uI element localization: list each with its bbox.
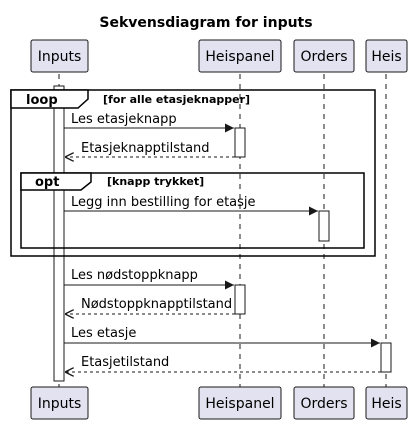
- participant-heispanel-bottom: Heispanel: [198, 386, 282, 420]
- diagram-title: Sekvensdiagram for inputs: [99, 15, 312, 31]
- participant-inputs-top: Inputs: [30, 39, 89, 73]
- loop-keyword: loop: [26, 93, 58, 108]
- message-label-les-etasjeknapp: Les etasjeknapp: [71, 112, 177, 127]
- participant-inputs-bottom: Inputs: [30, 386, 89, 420]
- opt-keyword: opt: [35, 175, 59, 190]
- participant-orders-top: Orders: [293, 39, 355, 73]
- participant-label: Heis: [371, 49, 401, 65]
- message-label-legg-inn-bestilling: Legg inn bestilling for etasje: [71, 195, 256, 210]
- message-label-les-etasje: Les etasje: [71, 326, 136, 341]
- loop-frame: loop [for alle etasjeknapper]: [10, 89, 376, 257]
- message-label-etasjetilstand: Etasjetilstand: [81, 355, 169, 370]
- activation-orders: [318, 210, 330, 242]
- loop-frame-tab: [10, 89, 89, 109]
- participants-bottom: Inputs Heispanel Orders Heis: [30, 386, 408, 420]
- opt-frame: opt [knapp trykket]: [20, 172, 365, 249]
- participant-label: Heispanel: [205, 396, 274, 412]
- participant-label: Heis: [371, 396, 401, 412]
- activation-heis: [380, 342, 392, 373]
- activation-heispanel-2: [234, 284, 246, 315]
- opt-frame-tab: [20, 172, 92, 191]
- participant-label: Heispanel: [205, 49, 274, 65]
- messages: Les etasjeknapp Etasjeknapptilstand Legg…: [64, 112, 381, 372]
- opt-guard: [knapp trykket]: [107, 175, 204, 188]
- participant-heispanel-top: Heispanel: [198, 39, 282, 73]
- participant-orders-bottom: Orders: [293, 386, 355, 420]
- message-label-etasjeknapptilstand: Etasjeknapptilstand: [81, 141, 210, 156]
- activation-heispanel-1: [234, 127, 246, 158]
- loop-frame-border: [10, 89, 376, 257]
- loop-guard: [for alle etasjeknapper]: [103, 93, 250, 106]
- participant-label: Inputs: [38, 49, 82, 65]
- activation-bars: [53, 85, 392, 382]
- message-label-les-nodstoppknapp: Les nødstoppknapp: [71, 268, 198, 283]
- participant-label: Inputs: [38, 396, 82, 412]
- participants-top: Inputs Heispanel Orders Heis: [30, 39, 408, 73]
- opt-frame-border: [20, 172, 365, 249]
- participant-label: Orders: [300, 396, 347, 412]
- activation-inputs: [53, 85, 65, 382]
- participant-heis-bottom: Heis: [365, 386, 408, 420]
- participant-heis-top: Heis: [365, 39, 408, 73]
- participant-label: Orders: [300, 49, 347, 65]
- message-label-nodstoppknapptilstand: Nødstoppknapptilstand: [81, 297, 232, 312]
